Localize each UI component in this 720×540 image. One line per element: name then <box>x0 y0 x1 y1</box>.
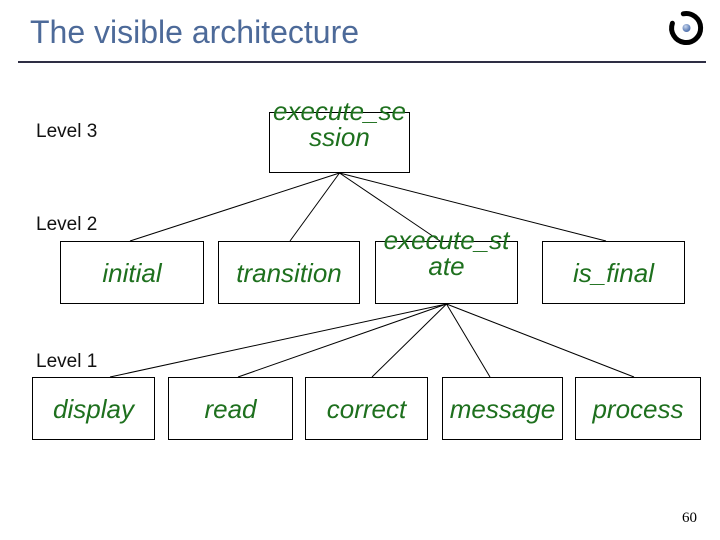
node-execute-state-label: execute_st ate <box>383 225 510 281</box>
connector-execute_state-message <box>446 303 491 378</box>
node-process-label: process <box>592 393 684 424</box>
logo-dot-icon <box>682 24 691 32</box>
node-display-label: display <box>53 393 134 424</box>
level-3-label: Level 3 <box>36 121 98 142</box>
connector-execute_session-execute_state <box>339 172 441 242</box>
node-display: display <box>32 377 155 440</box>
title-rule <box>18 61 706 63</box>
connector-execute_session-is_final <box>339 172 607 242</box>
node-correct: correct <box>305 377 428 440</box>
page-title: The visible architecture <box>30 14 360 50</box>
node-initial-label: initial <box>102 257 162 288</box>
node-execute-state: execute_st ate <box>375 227 518 304</box>
connector-execute_state-read <box>237 303 447 378</box>
node-message-label: message <box>449 393 556 424</box>
slide-number: 60 <box>682 510 697 526</box>
logo-ring-icon <box>669 11 704 45</box>
node-read-label: read <box>204 393 257 424</box>
node-is-final: is_final <box>542 241 685 304</box>
level-1-label: Level 1 <box>36 351 98 372</box>
node-execute-session: execute_se ssion <box>269 98 410 173</box>
node-initial: initial <box>60 241 204 304</box>
node-transition: transition <box>218 241 360 304</box>
node-process: process <box>575 377 701 440</box>
node-transition-label: transition <box>236 257 342 288</box>
connector-execute_state-process <box>446 303 635 378</box>
level-2-label: Level 2 <box>36 214 98 235</box>
connector-execute_session-transition <box>289 172 340 242</box>
node-is-final-label: is_final <box>573 257 654 288</box>
logo <box>669 11 704 45</box>
node-correct-label: correct <box>326 393 407 424</box>
connector-execute_state-correct <box>371 303 447 378</box>
connector-execute_state-display <box>109 303 447 378</box>
node-read: read <box>168 377 293 440</box>
node-message: message <box>442 377 563 440</box>
connector-execute_session-initial <box>129 172 340 242</box>
node-execute-session-label: execute_se ssion <box>273 96 406 152</box>
